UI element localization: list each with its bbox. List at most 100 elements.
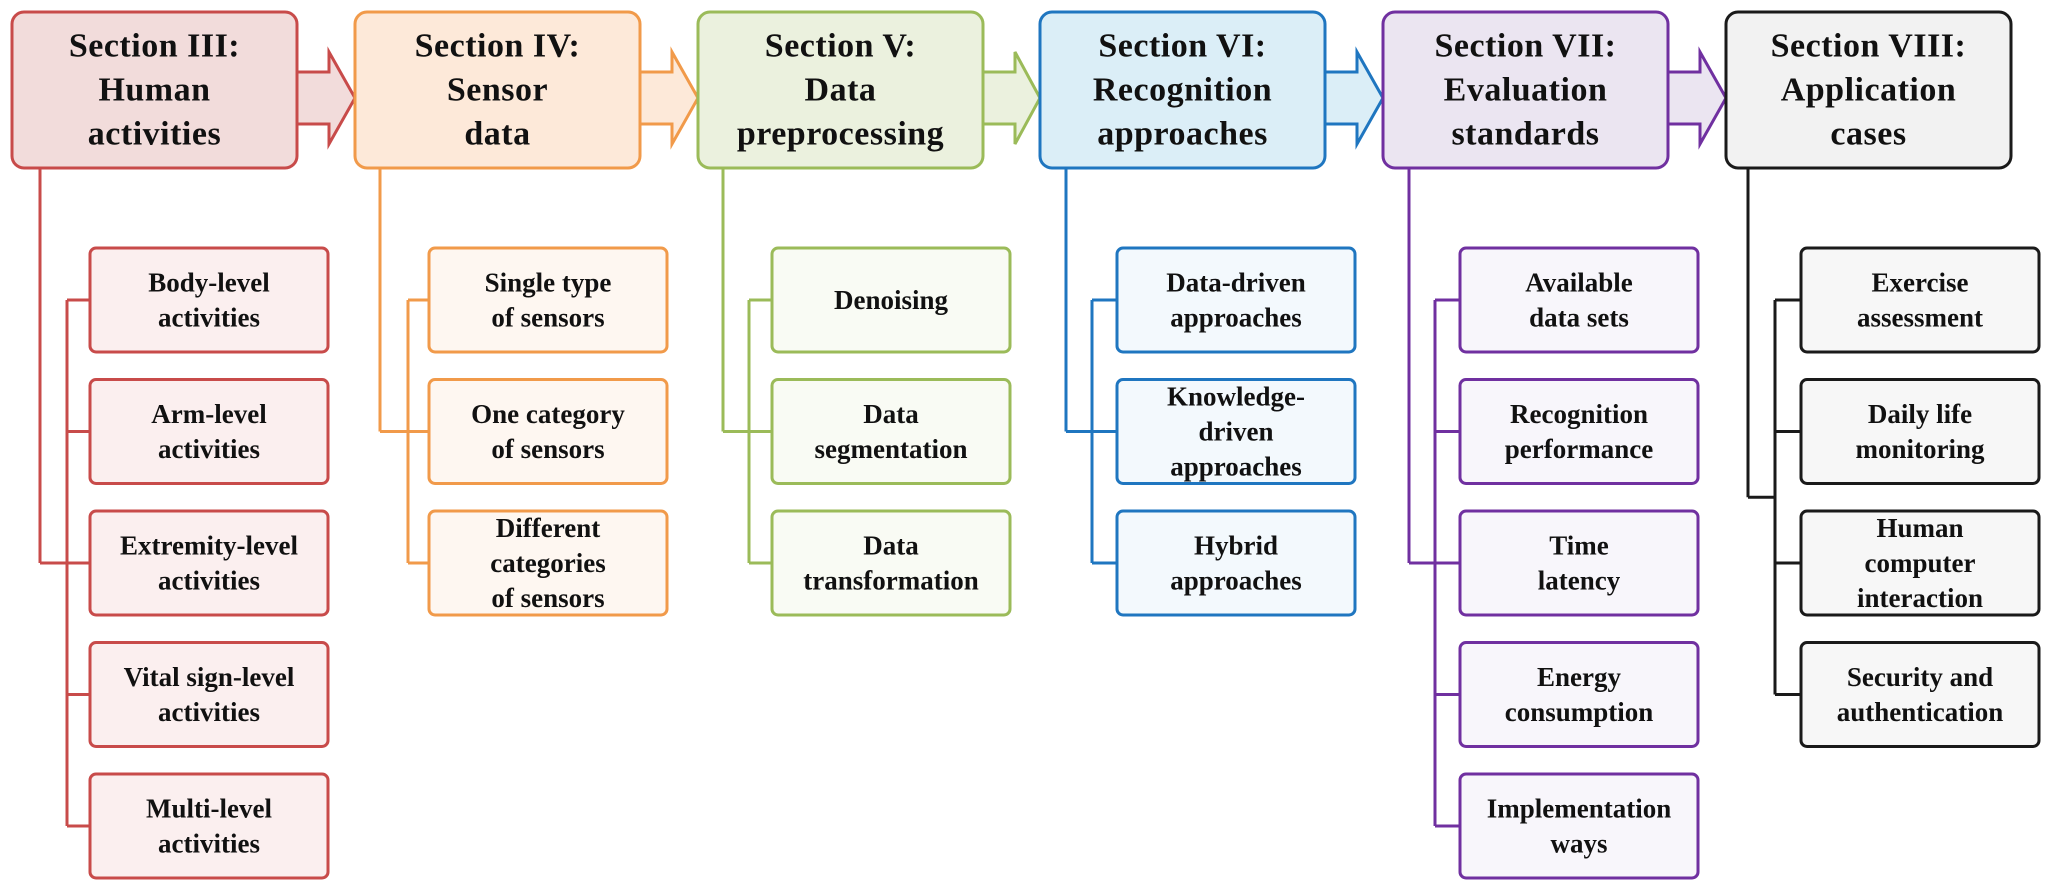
text-line: Section VIII:: [1771, 28, 1967, 65]
item-vital-sign-level-activities: Vital sign-level activities: [88, 641, 330, 748]
text-line: segmentation: [815, 434, 968, 464]
text-line: Data: [805, 72, 877, 109]
item-denoising: Denoising: [770, 246, 1012, 354]
text-line: of sensors: [491, 434, 604, 464]
text-line: Section VII:: [1435, 28, 1617, 65]
connector-lines: [721, 168, 772, 565]
section-section-viii: Section VIII:ApplicationcasesExerciseass…: [1724, 10, 2041, 748]
item-daily-life-monitoring: Daily life monitoring: [1799, 378, 2041, 485]
text-line: Vital sign-level: [124, 662, 295, 692]
text-line: data sets: [1529, 303, 1629, 333]
text-line: Body-level: [148, 268, 270, 298]
text-line: Recognition: [1510, 399, 1648, 429]
text-line: authentication: [1837, 697, 2004, 727]
item-available-data-sets: Available data sets: [1458, 246, 1700, 354]
text-line: Denoising: [834, 285, 949, 315]
text-line: Application: [1781, 72, 1957, 109]
item-box: [770, 246, 1012, 354]
text-line: Data: [863, 531, 919, 561]
item-box: [1799, 641, 2041, 748]
item-body-level-activities: Body-level activities: [88, 246, 330, 354]
text-line: One category: [471, 399, 625, 429]
item-box: [1799, 378, 2041, 485]
item-box: [1458, 509, 1700, 617]
text-line: ways: [1550, 829, 1607, 859]
text-line: approaches: [1170, 452, 1302, 482]
text-line: data: [464, 116, 530, 153]
text-line: Evaluation: [1444, 72, 1608, 109]
text-line: Single type: [485, 268, 612, 298]
item-data-transformation: Data transformation: [770, 509, 1012, 617]
flow-arrow: [1323, 46, 1385, 150]
item-hybrid-approaches: Hybrid approaches: [1115, 509, 1357, 617]
text-line: approaches: [1170, 566, 1302, 596]
text-line: preprocessing: [737, 116, 944, 153]
section-header-box: [10, 10, 299, 170]
text-line: Sensor: [447, 72, 548, 109]
text-line: activities: [158, 697, 260, 727]
text-line: Exercise: [1872, 268, 1969, 298]
flow-arrow: [295, 46, 357, 150]
connector-lines: [1064, 168, 1117, 565]
text-line: Different: [496, 513, 600, 543]
text-line: approaches: [1170, 303, 1302, 333]
text-line: assessment: [1857, 303, 1983, 333]
flow-arrow: [638, 46, 700, 150]
section-section-iii: Section III:HumanactivitiesBody-levelact…: [10, 10, 357, 880]
item-box: [427, 509, 669, 617]
section-header-box: [696, 10, 985, 170]
item-one-category-of-sensors: One category of sensors: [427, 378, 669, 485]
text-line: Recognition: [1093, 72, 1272, 109]
connector-lines: [378, 168, 429, 565]
section-header-box: [1381, 10, 1670, 170]
item-box: [1115, 246, 1357, 354]
text-line: interaction: [1857, 583, 1983, 613]
item-box: [770, 378, 1012, 485]
item-box: [427, 378, 669, 485]
item-box: [1458, 246, 1700, 354]
text-line: Security and: [1847, 662, 1993, 692]
text-line: Data-driven: [1166, 268, 1305, 298]
text-line: Section IV:: [415, 28, 581, 65]
item-data-driven-approaches: Data-driven approaches: [1115, 246, 1357, 354]
connector-lines: [38, 168, 90, 828]
text-line: Arm-level: [151, 399, 267, 429]
text-line: approaches: [1097, 116, 1268, 153]
text-line: Multi-level: [146, 794, 272, 824]
text-line: Extremity-level: [120, 531, 298, 561]
text-line: Daily life: [1868, 399, 1972, 429]
text-line: transformation: [803, 566, 978, 596]
connector-lines: [1746, 168, 1801, 696]
text-line: Human: [98, 72, 210, 109]
text-line: driven: [1198, 417, 1273, 447]
text-line: Section III:: [69, 28, 240, 65]
text-line: activities: [88, 116, 221, 153]
text-line: Knowledge-: [1167, 382, 1305, 412]
section-section-v: Section V:DatapreprocessingDenoisingData…: [696, 10, 1042, 617]
text-line: Available: [1525, 268, 1633, 298]
item-box: [770, 509, 1012, 617]
text-line: monitoring: [1855, 434, 1985, 464]
section-header-title: Section VII: Evaluation standards: [1435, 28, 1617, 153]
section-section-vi: Section VI:RecognitionapproachesData-dri…: [1038, 10, 1385, 617]
text-line: latency: [1538, 566, 1621, 596]
text-line: of sensors: [491, 303, 604, 333]
text-line: computer: [1865, 548, 1976, 578]
text-line: activities: [158, 829, 260, 859]
item-security-and-authentication: Security and authentication: [1799, 641, 2041, 748]
text-line: activities: [158, 303, 260, 333]
text-line: standards: [1451, 116, 1599, 153]
text-line: Hybrid: [1194, 531, 1278, 561]
